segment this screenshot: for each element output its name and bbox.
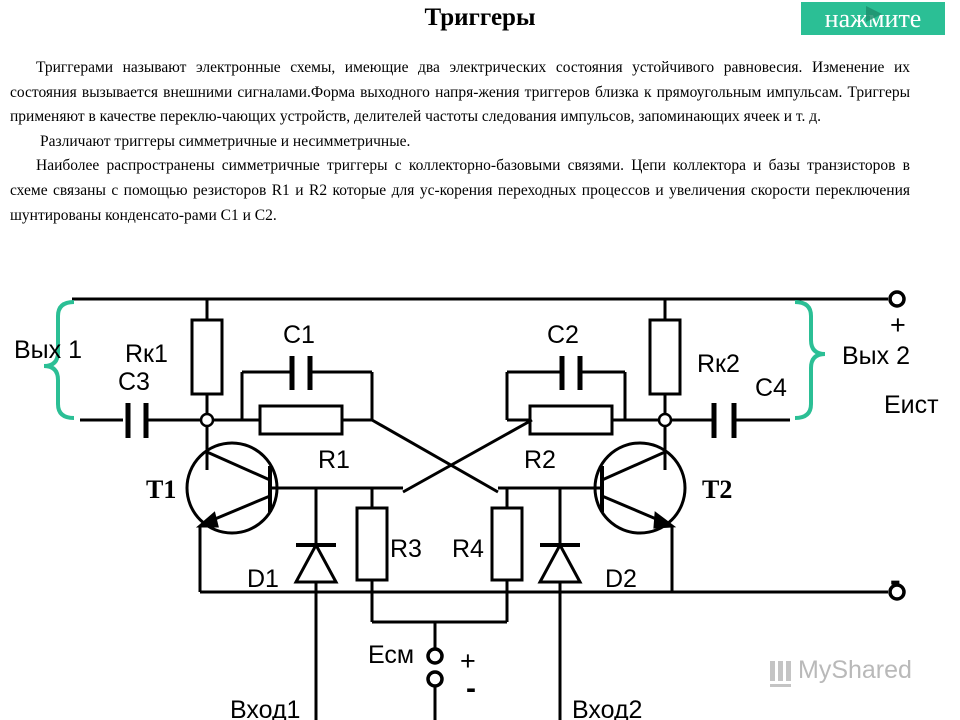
- label-c1: C1: [283, 321, 315, 349]
- label-plus-bias: +: [460, 646, 476, 676]
- label-r2: R2: [524, 446, 556, 474]
- junction-left: [199, 412, 215, 428]
- label-minus-bias: -: [466, 672, 476, 705]
- label-in2: Вход2: [572, 696, 642, 720]
- label-minus-right: -: [890, 562, 901, 598]
- label-in1: Вход1: [230, 696, 300, 720]
- cross-link-2: [402, 418, 533, 494]
- play-icon: [866, 6, 882, 22]
- terminal-positive: [888, 290, 906, 308]
- label-t2: T2: [702, 475, 732, 504]
- paragraph-definition: Триггерами называют электронные схемы, и…: [10, 59, 910, 126]
- label-t1: T1: [146, 475, 176, 504]
- body-text: Триггерами называют электронные схемы, и…: [10, 56, 910, 228]
- terminal-negative: [888, 583, 906, 601]
- cross-link-1: [371, 418, 499, 494]
- label-c3: C3: [118, 368, 150, 396]
- label-r1: R1: [318, 446, 350, 474]
- label-r4: R4: [452, 535, 484, 563]
- diode-d2: [537, 541, 583, 584]
- transistor-t1: [185, 441, 279, 535]
- resistor-r2: [528, 404, 614, 436]
- resistor-rk2: [648, 318, 682, 396]
- page-title: Триггеры: [424, 4, 536, 31]
- junction-right: [657, 412, 673, 428]
- paragraph-types: Различают триггеры симметричные и несимм…: [40, 132, 411, 150]
- label-e-source: Еист: [884, 391, 939, 419]
- watermark-text: MyShared: [798, 656, 912, 684]
- resistor-r4: [490, 506, 524, 582]
- terminal-bias-plus: [426, 647, 444, 665]
- transistor-t2: [593, 441, 687, 535]
- output-brace-right: [794, 300, 826, 420]
- label-c4: C4: [755, 374, 787, 402]
- label-c2: C2: [547, 321, 579, 349]
- resistor-r1: [258, 404, 344, 436]
- label-plus-top: +: [890, 310, 906, 340]
- label-d1: D1: [247, 565, 279, 593]
- press-button[interactable]: нажмите: [801, 2, 945, 35]
- diode-d1: [293, 541, 339, 584]
- label-out1: Вых 1: [14, 336, 82, 364]
- label-e-bias: Есм: [368, 641, 414, 669]
- label-rk1: Rк1: [125, 340, 168, 368]
- terminal-bias-minus: [426, 670, 444, 688]
- resistor-rk1: [190, 318, 224, 396]
- label-rk2: Rк2: [697, 350, 740, 378]
- label-out2: Вых 2: [842, 342, 910, 370]
- label-d2: D2: [605, 565, 637, 593]
- label-r3: R3: [390, 535, 422, 563]
- resistor-r3: [355, 506, 389, 582]
- paragraph-symmetric: Наиболее распространены симметричные три…: [10, 157, 910, 224]
- watermark-logo-icon: [770, 661, 791, 687]
- output-brace-left: [43, 300, 75, 420]
